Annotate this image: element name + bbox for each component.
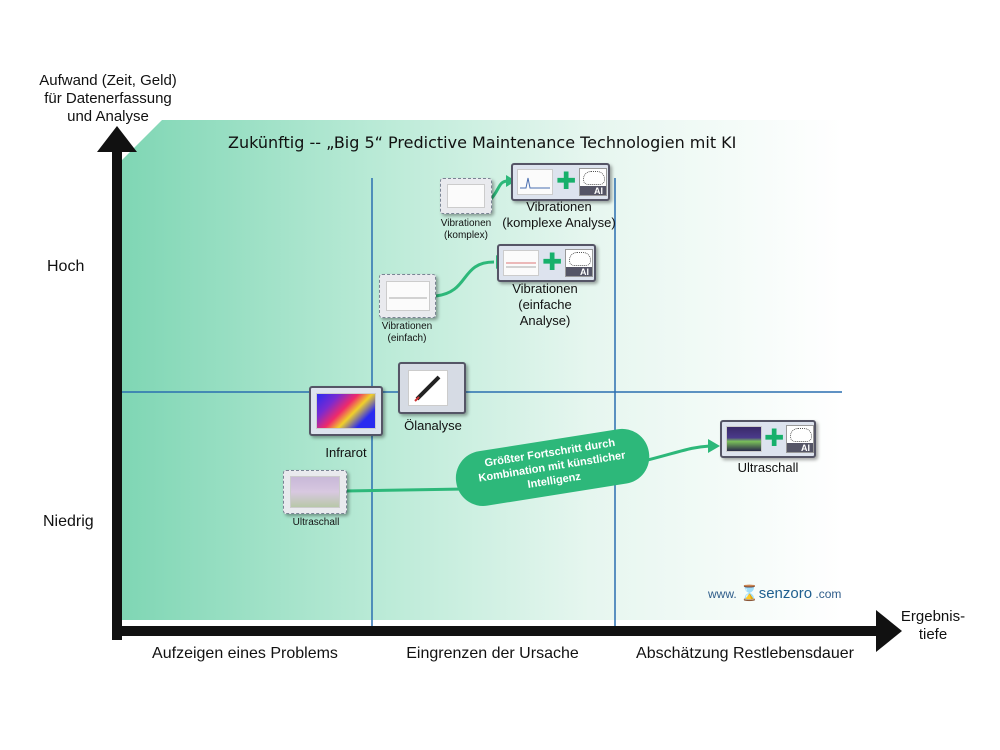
ai-badge: AI: [801, 443, 810, 453]
ultraschall-card: [283, 470, 347, 514]
oel-card: [398, 362, 466, 414]
connector-vib-komplex: [488, 179, 509, 202]
pipette-icon: [414, 375, 441, 402]
ultraschall-small-label: Ultraschall: [292, 517, 340, 528]
y-axis-label-line-3: und Analyse: [67, 108, 149, 125]
vib-komplex-small-line-1: Vibrationen: [440, 218, 492, 229]
y-axis-label: Aufwand (Zeit, Geld) für Datenerfassung …: [28, 72, 188, 126]
vib-komplex-card: [440, 178, 492, 214]
connector-ultraschall: [344, 487, 466, 493]
ultraschall-thumb: [290, 476, 340, 508]
y-level-high: Hoch: [47, 258, 85, 275]
vib-komplex-thumb: [447, 184, 485, 208]
vib-komplex-small-line-2: (komplex): [444, 230, 488, 241]
x-category-2: Eingrenzen der Ursache: [406, 645, 579, 662]
infrarot-label: Infrarot: [325, 445, 367, 460]
vib-einfach-ai-line-3: Analyse): [519, 313, 571, 328]
x-axis: [112, 626, 880, 636]
vib-komplex-ai-thumb: [517, 169, 553, 195]
ultraschall-ai-card: ✚ AI: [720, 420, 816, 458]
ai-brain-icon: AI: [579, 168, 607, 196]
vib-einfach-ai-line-2: (einfache: [518, 297, 572, 312]
watermark-brand: senzoro: [758, 585, 813, 602]
x-category-3: Abschätzung Restlebensdauer: [636, 645, 854, 662]
progress-banner: [455, 428, 650, 506]
plus-icon: ✚: [556, 167, 577, 195]
y-axis-label-line-1: Aufwand (Zeit, Geld): [39, 72, 177, 89]
ultraschall-ai-label: Ultraschall: [737, 460, 799, 475]
x-axis-label-line-1: Ergebnis-: [900, 608, 966, 625]
vib-einfach-ai-label: Vibrationen (einfache Analyse): [490, 281, 600, 329]
y-axis-arrow: [97, 126, 137, 152]
x-category-1: Aufzeigen eines Problems: [152, 645, 338, 662]
ai-brain-icon: AI: [786, 425, 814, 453]
vib-einfach-ai-thumb: [503, 250, 539, 276]
y-axis-label-line-2: für Datenerfassung: [44, 90, 172, 107]
vib-einfach-thumb: [386, 281, 430, 311]
vib-komplex-ai-line-2: (komplexe Analyse): [502, 215, 616, 230]
vib-einfach-small-label: Vibrationen (einfach): [368, 321, 446, 345]
infrarot-card: [309, 386, 383, 436]
x-axis-arrow: [876, 610, 902, 652]
ai-badge: AI: [580, 267, 589, 277]
oel-thumb: [408, 370, 448, 406]
y-axis: [112, 150, 122, 640]
vib-einfach-small-line-1: Vibrationen: [381, 321, 433, 332]
diagram-title: Zukünftig -- „Big 5“ Predictive Maintena…: [228, 133, 737, 152]
senzoro-logo-icon: ⌛: [740, 585, 759, 602]
x-axis-label-line-2: tiefe: [918, 626, 948, 643]
ai-brain-icon: AI: [565, 249, 593, 277]
vib-einfach-card: [379, 274, 436, 318]
plus-icon: ✚: [542, 248, 563, 276]
senzoro-watermark: www. ⌛senzoro .com: [708, 584, 841, 602]
infrarot-thumb: [316, 393, 376, 429]
vib-komplex-ai-line-1: Vibrationen: [526, 199, 592, 214]
connector-vib-einfach: [435, 260, 495, 298]
ultraschall-ai-thumb: [726, 426, 762, 452]
connector-ultraschall-2: [639, 444, 711, 464]
ai-badge: AI: [594, 186, 603, 196]
vib-komplex-ai-label: Vibrationen (komplexe Analyse): [494, 199, 624, 231]
vib-einfach-ai-line-1: Vibrationen: [512, 281, 578, 296]
vib-einfach-ai-card: ✚ AI: [497, 244, 596, 282]
vib-komplex-ai-card: ✚ AI: [511, 163, 610, 201]
x-axis-label: Ergebnis- tiefe: [898, 608, 968, 644]
vib-einfach-small-line-2: (einfach): [387, 333, 427, 344]
oel-label: Ölanalyse: [404, 418, 462, 433]
watermark-prefix: www.: [708, 587, 737, 601]
watermark-suffix: .com: [815, 587, 842, 601]
vib-komplex-small-label: Vibrationen (komplex): [430, 218, 502, 242]
plus-icon: ✚: [764, 424, 785, 452]
y-level-low: Niedrig: [43, 513, 94, 530]
